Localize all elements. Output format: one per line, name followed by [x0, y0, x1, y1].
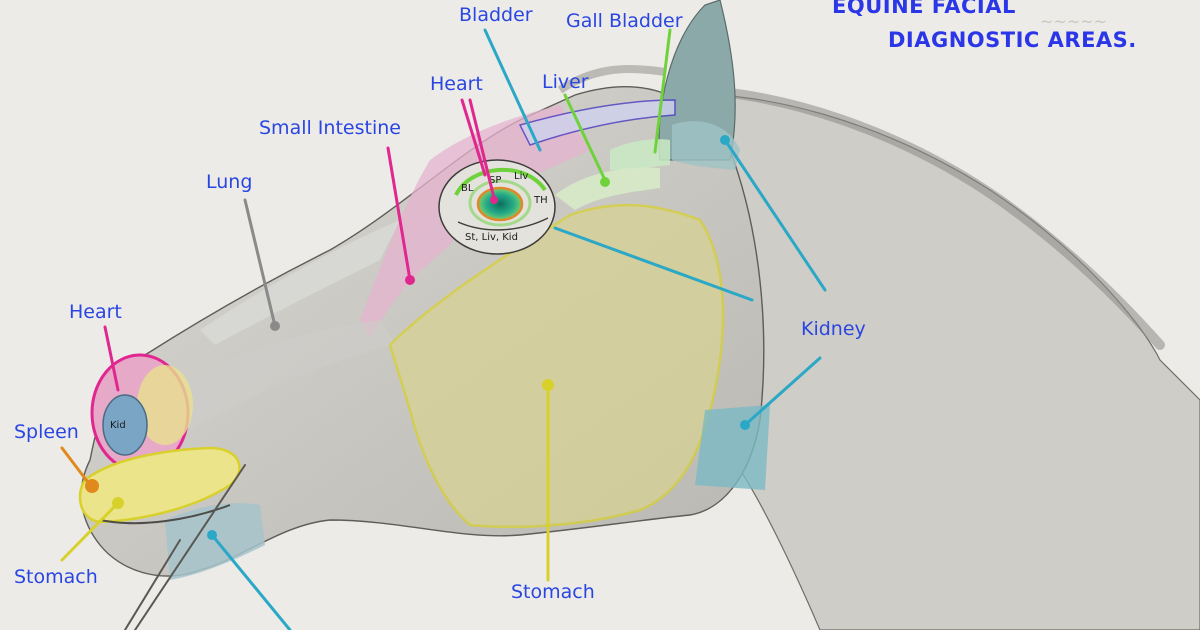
- dot-kidney-ear: [720, 135, 730, 145]
- leader-lung: [243, 198, 277, 328]
- dot-small-intestine: [405, 275, 415, 285]
- dot-stomach-mouth: [112, 497, 124, 509]
- eye-upper-green: [454, 168, 547, 196]
- kidney-cheek-region: [695, 405, 770, 490]
- label-stomach-cheek: Stomach: [511, 581, 595, 603]
- eye-label-liv: Liv: [514, 171, 528, 182]
- leader-liver: [563, 93, 607, 182]
- chin-kidney-region: [165, 503, 265, 580]
- leader-heart-nose: [103, 325, 120, 392]
- eye-liver-ring: [468, 179, 532, 227]
- leader-heart-top-b: [468, 98, 496, 200]
- label-gall-bladder: Gall Bladder: [566, 10, 683, 32]
- kidney-ear-region: [672, 121, 740, 170]
- horse-mane: [685, 85, 1165, 350]
- small-intestine-region: [360, 105, 590, 338]
- eye-label-lower: St, Liv, Kid: [465, 232, 518, 243]
- diagram-title-line2: DIAGNOSTIC AREAS.: [888, 28, 1137, 52]
- label-stomach-mouth: Stomach: [14, 566, 98, 588]
- nostril: [102, 394, 148, 456]
- marker-dots: [112, 135, 750, 540]
- eye-label-sp: SP: [489, 175, 501, 186]
- dot-chin-kidney: [207, 530, 217, 540]
- leader-kidney-cheek: [743, 356, 822, 427]
- dot-lung: [270, 321, 280, 331]
- liver-area: [555, 167, 660, 210]
- label-small-intestine: Small Intestine: [259, 117, 401, 139]
- background-watermark-text: ~~~~~: [1040, 12, 1108, 31]
- bladder-strip: [518, 99, 676, 146]
- eye-iris: [476, 186, 524, 222]
- label-heart-top: Heart: [430, 73, 483, 95]
- label-spleen: Spleen: [14, 421, 79, 443]
- label-lung: Lung: [206, 171, 253, 193]
- eye-label-bl: BL: [461, 183, 474, 194]
- leader-bladder: [483, 28, 542, 152]
- dot-stomach-cheek: [542, 379, 554, 391]
- label-heart-nose: Heart: [69, 301, 122, 323]
- leader-spleen: [60, 446, 92, 487]
- label-liver: Liver: [542, 71, 589, 93]
- leader-kidney-eye: [553, 226, 754, 302]
- leader-whisker-b: [134, 464, 246, 630]
- forelock: [557, 65, 666, 94]
- leader-heart-top-a: [460, 98, 487, 177]
- stomach-cheek-region: [388, 203, 725, 529]
- leader-lines: [60, 28, 827, 630]
- dot-liver: [600, 177, 610, 187]
- eye-label-th: TH: [533, 195, 548, 206]
- leader-stomach-mouth: [60, 501, 120, 562]
- leader-whisker-a: [124, 539, 181, 630]
- eye-lid-line: [457, 217, 549, 231]
- lower-face-band: [160, 320, 395, 430]
- label-kidney: Kidney: [801, 318, 866, 340]
- lung-region: [200, 220, 400, 345]
- eye-pupil-marker: [490, 196, 498, 204]
- nose-spleen-ring: [137, 365, 193, 445]
- nostril-label-kid: Kid: [110, 420, 126, 431]
- dot-kidney-cheek: [740, 420, 750, 430]
- leader-small-intestine: [386, 146, 412, 282]
- diagram-title-line1: EQUINE FACIAL: [832, 0, 1016, 18]
- leader-chin-kidney: [210, 533, 292, 630]
- label-bladder: Bladder: [459, 4, 533, 26]
- leader-gall-bladder: [653, 28, 672, 154]
- leader-kidney-ear: [723, 138, 827, 292]
